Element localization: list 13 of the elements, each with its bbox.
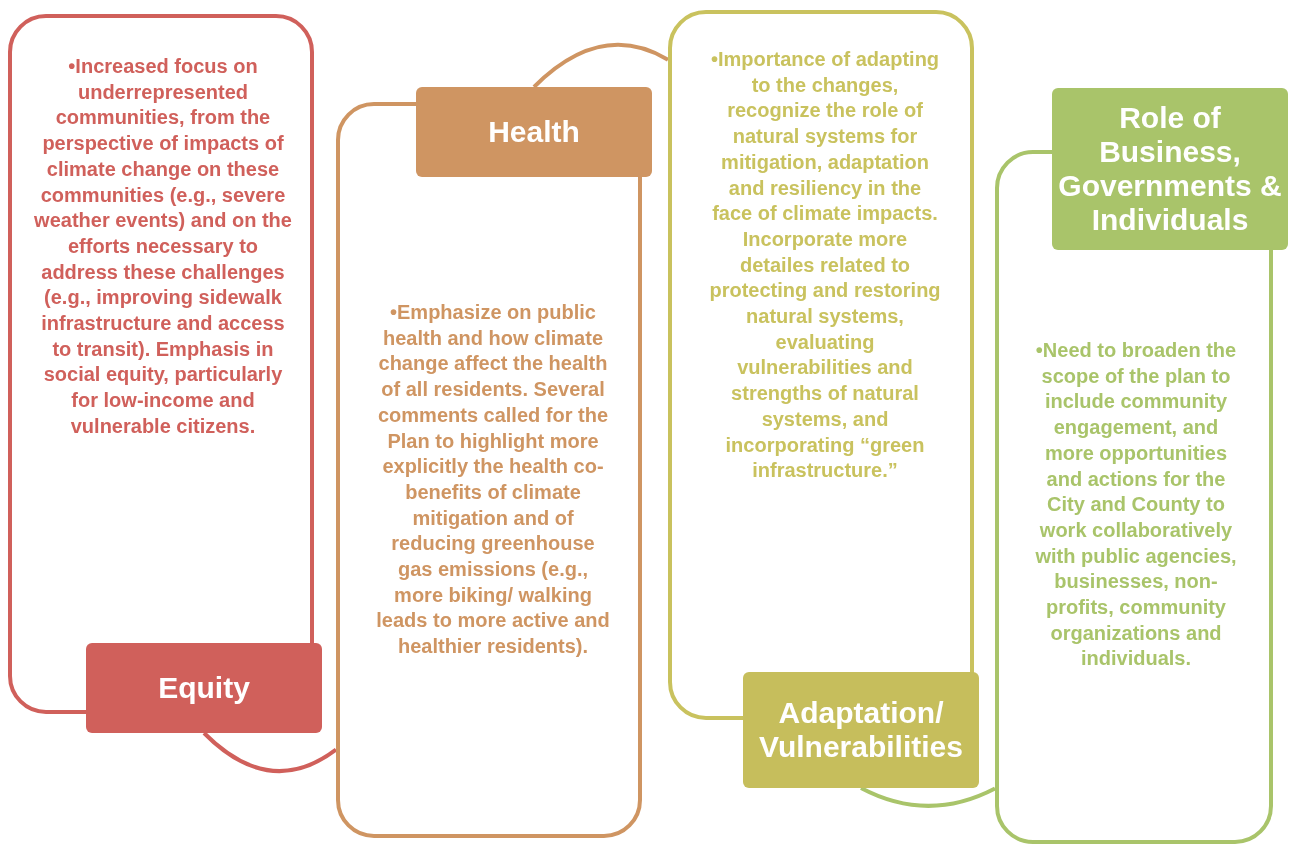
- bullet-text: •Increased focus on underrepresented communities, from the perspective of impacts of climate change on these communities (e.g., severe weather events) and on the efforts necessary to address these challenges (e.g., improving sidewalk infrastructure and access to transit). Emphasis in social equity, particularly for low-income and vulnerable citizens.: [33, 54, 293, 439]
- bullet-text: •Emphasize on public health and how climate change affect the health of all residents. Several comments called for the Plan to highlight more explicitly the health co-benefits of climate mitigation and of reducing greenhouse gas emissions (e.g., more biking/ walking leads to more active and healthier residents).: [376, 300, 610, 660]
- connector-arc: [860, 786, 996, 808]
- rounded-panel: [336, 102, 642, 838]
- connector-arc: [202, 731, 338, 774]
- heading-tab: Equity: [86, 643, 322, 733]
- heading-tab: Adaptation/ Vulnerabilities: [743, 672, 979, 788]
- heading-tab: Role of Business, Governments & Individuals: [1052, 88, 1288, 250]
- connector-arc: [532, 42, 669, 89]
- bullet-text: •Importance of adapting to the changes, recognize the role of natural systems for mitigation, adaptation and resiliency in the face of climate impacts. Incorporate more detailes related to protecting and restoring natural systems, evaluating vulnerabilities and strengths of natural systems, and incorporating “green infrastructure.”: [708, 47, 942, 484]
- bullet-text: •Need to broaden the scope of the plan to include community engagement, and more opportunities and actions for the City and County to work collaboratively with public agencies, businesses, non-profits, community organizations and individuals.: [1034, 338, 1238, 672]
- heading-tab: Health: [416, 87, 652, 177]
- rounded-panel: [8, 14, 314, 714]
